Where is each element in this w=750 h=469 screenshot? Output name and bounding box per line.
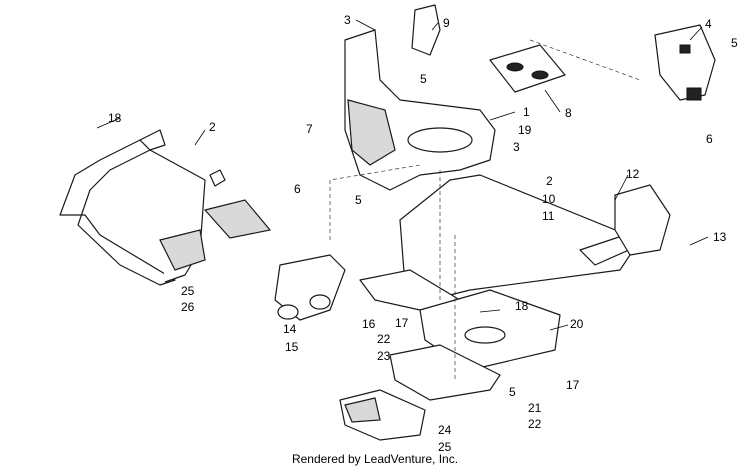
callout-label: 12 — [626, 167, 640, 181]
callout-label: 21 — [528, 401, 542, 415]
callout-label: 3 — [344, 13, 351, 27]
callout-label: 9 — [443, 16, 450, 30]
callout-label: 23 — [377, 349, 391, 363]
bracket-4-part — [654, 24, 716, 101]
callout-label: 25 — [181, 284, 195, 298]
callout-labels: 1 2 2 3 3 4 5 5 5 5 6 6 7 8 9 10 11 12 1… — [108, 13, 738, 454]
callout-label: 18 — [108, 111, 122, 125]
mount-14-part — [274, 254, 346, 321]
plate-8-part — [489, 44, 566, 93]
callout-label: 19 — [518, 123, 532, 137]
leader-lines — [96, 19, 709, 331]
callout-label: 5 — [420, 72, 427, 86]
callout-label: 5 — [355, 193, 362, 207]
callout-label: 6 — [706, 132, 713, 146]
callout-label: 15 — [285, 340, 299, 354]
callout-label: 2 — [209, 120, 216, 134]
callout-label: 2 — [546, 174, 553, 188]
callout-label: 26 — [181, 300, 195, 314]
callout-label: 6 — [294, 182, 301, 196]
callout-label: 8 — [565, 106, 572, 120]
callout-label: 24 — [438, 423, 452, 437]
callout-label: 25 — [438, 440, 452, 454]
front-bumper-part — [59, 129, 272, 286]
plate-23-part — [389, 344, 501, 401]
callout-label: 11 — [542, 209, 555, 223]
callout-label: 17 — [395, 316, 409, 330]
callout-label: 17 — [566, 378, 580, 392]
callout-label: 7 — [306, 122, 313, 136]
callout-label: 22 — [528, 417, 542, 431]
bracket-9-part — [411, 4, 441, 56]
callout-label: 13 — [713, 230, 727, 244]
assembly-lines — [329, 39, 641, 380]
callout-label: 5 — [731, 36, 738, 50]
callout-label: 22 — [377, 332, 391, 346]
bracket-12-part — [614, 184, 671, 256]
callout-label: 10 — [542, 192, 556, 206]
main-frame-part — [359, 174, 641, 311]
guard-24-part — [339, 389, 426, 441]
callout-label: 18 — [515, 299, 529, 313]
callout-label: 3 — [513, 140, 520, 154]
rendered-by-credit: Rendered by LeadVenture, Inc. — [291, 452, 459, 466]
front-nose-part — [344, 29, 496, 191]
callout-label: 4 — [705, 17, 712, 31]
callout-label: 20 — [570, 317, 584, 331]
callout-label: 16 — [362, 317, 376, 331]
callout-label: 14 — [283, 322, 297, 336]
callout-label: 5 — [509, 385, 516, 399]
callout-label: 1 — [523, 105, 530, 119]
